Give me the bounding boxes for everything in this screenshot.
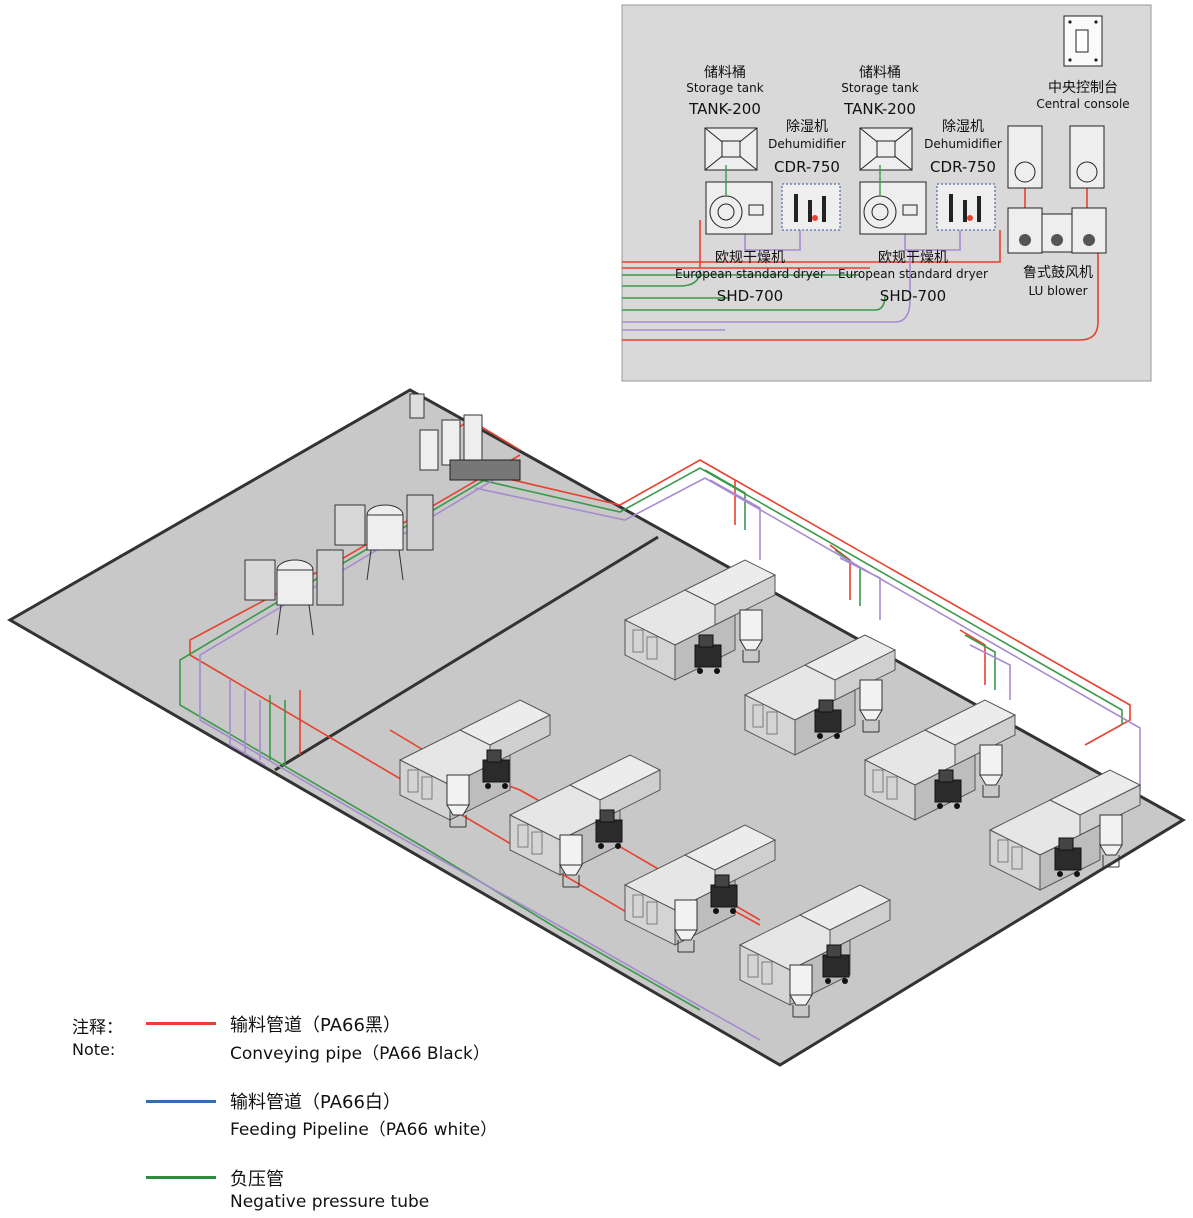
dryer-2-model: SHD-700 — [880, 287, 946, 305]
lu-blowers — [1007, 207, 1107, 254]
blower-en: LU blower — [1028, 284, 1087, 298]
dehumidifier-2 — [936, 183, 996, 231]
dryer-1 — [705, 165, 773, 235]
dryer-2 — [859, 165, 927, 235]
storage-tank-1 — [704, 127, 758, 171]
dryer-1-cn: 欧规干燥机 — [715, 250, 785, 266]
storage-tank-2-cn: 储料桶 — [859, 65, 901, 81]
storage-tank-1-cn: 储料桶 — [704, 65, 746, 81]
cyclone-filters — [1007, 125, 1105, 189]
central-console — [1063, 15, 1103, 67]
dehumidifier-2-cn: 除湿机 — [942, 119, 984, 135]
dehumidifier-1-cn: 除湿机 — [786, 119, 828, 135]
dryer-2-en: European standard dryer — [838, 267, 988, 281]
storage-room-equipment — [244, 393, 521, 636]
dehumidifier-2-model: CDR-750 — [930, 158, 996, 176]
console-cn: 中央控制台 — [1048, 80, 1118, 96]
tank-2-model: TANK-200 — [843, 100, 916, 118]
dehumidifier-1-en: Dehumidifier — [768, 137, 846, 151]
dehumidifier-2-en: Dehumidifier — [924, 137, 1002, 151]
storage-tank-1-en: Storage tank — [686, 81, 763, 95]
inset-panel: 储料桶 Storage tank TANK-200 储料桶 Storage ta… — [621, 4, 1152, 382]
dehumidifier-1-model: CDR-750 — [774, 158, 840, 176]
dryer-1-en: European standard dryer — [675, 267, 825, 281]
floor-slab — [6, 388, 1186, 1067]
dehumidifier-1 — [781, 183, 841, 231]
blower-cn: 鲁式鼓风机 — [1023, 265, 1093, 281]
storage-tank-2 — [859, 127, 913, 171]
dryer-2-cn: 欧规干燥机 — [878, 250, 948, 266]
storage-tank-2-en: Storage tank — [841, 81, 918, 95]
console-en: Central console — [1036, 97, 1129, 111]
dryer-1-model: SHD-700 — [717, 287, 783, 305]
tank-1-model: TANK-200 — [688, 100, 761, 118]
